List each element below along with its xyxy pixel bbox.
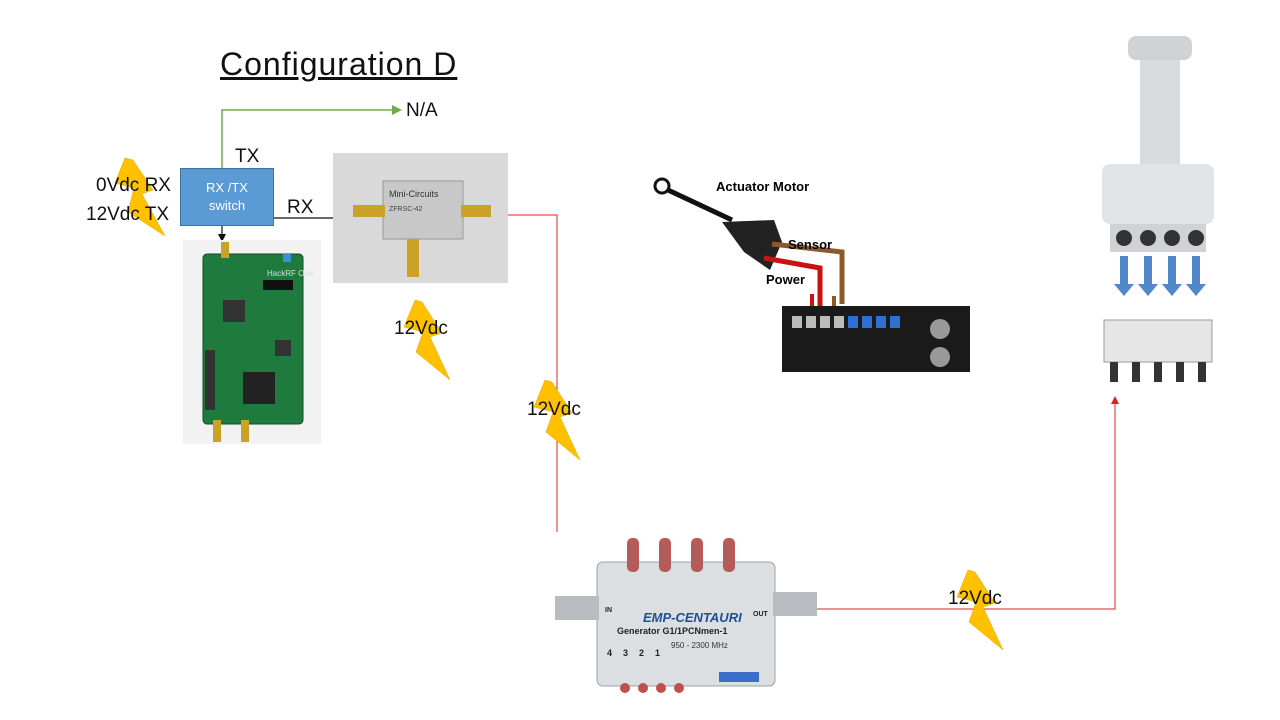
na-line (221, 109, 395, 168)
actuator-sensor-label: Sensor (788, 237, 832, 252)
rx-label: RX (287, 197, 314, 218)
svg-text:Mini-Circuits: Mini-Circuits (389, 189, 439, 199)
switch-device-out-label: OUT (753, 611, 769, 618)
page-title: Configuration D (220, 46, 458, 82)
switch-device-model: Generator G1/1PCNmen-1 (617, 626, 728, 636)
lnb-arrow (1111, 396, 1119, 404)
bolt-icon (403, 299, 451, 381)
bolt-icon (956, 569, 1004, 651)
actuator-power-label: Power (766, 272, 805, 287)
bolt-icon (114, 157, 166, 237)
switch-device-freq: 950 - 2300 MHz (671, 641, 728, 650)
switch-device-port-label: 1 (655, 648, 660, 658)
switch-device-port-label: 2 (639, 648, 644, 658)
lnb-voltage-label: 12Vdc (948, 588, 1002, 609)
svg-text:ZFRSC-42: ZFRSC-42 (389, 206, 423, 213)
switch-label-line2: switch (208, 198, 246, 213)
feed-voltage-label: 12Vdc (527, 399, 581, 420)
actuator-motor-image: Actuator Motor Sensor Power (652, 174, 976, 376)
switch-device-brand: EMP-CENTAURI (643, 610, 742, 625)
svg-text:HackRF One: HackRF One (267, 269, 314, 278)
actuator-title-label: Actuator Motor (716, 179, 809, 194)
rx-state-label: 0Vdc RX (96, 175, 171, 196)
amplifier-image: Mini-Circuits ZFRSC-42 (333, 153, 508, 283)
tx-state-label: 12Vdc TX (86, 204, 170, 225)
bolt-icon (533, 379, 581, 461)
rx-tx-switch-box: RX /TX switch (180, 168, 274, 226)
lnb-multiswitch-image (1094, 30, 1222, 392)
switch-to-hackrf-arrow (218, 234, 226, 242)
tx-label: TX (235, 146, 260, 167)
switch-device-port-label: 3 (623, 648, 628, 658)
na-arrow (392, 105, 402, 115)
diseqc-switch-image: EMP-CENTAURI Generator G1/1PCNmen-1 950 … (555, 532, 817, 700)
lnb-line (812, 402, 1116, 610)
na-label: N/A (406, 100, 438, 121)
switch-label-line1: RX /TX (206, 180, 248, 195)
switch-device-in-label: IN (605, 607, 612, 614)
switch-device-port-label: 4 (607, 648, 612, 658)
amp-voltage-label: 12Vdc (394, 318, 448, 339)
hackrf-board-image: HackRF One (183, 240, 321, 444)
